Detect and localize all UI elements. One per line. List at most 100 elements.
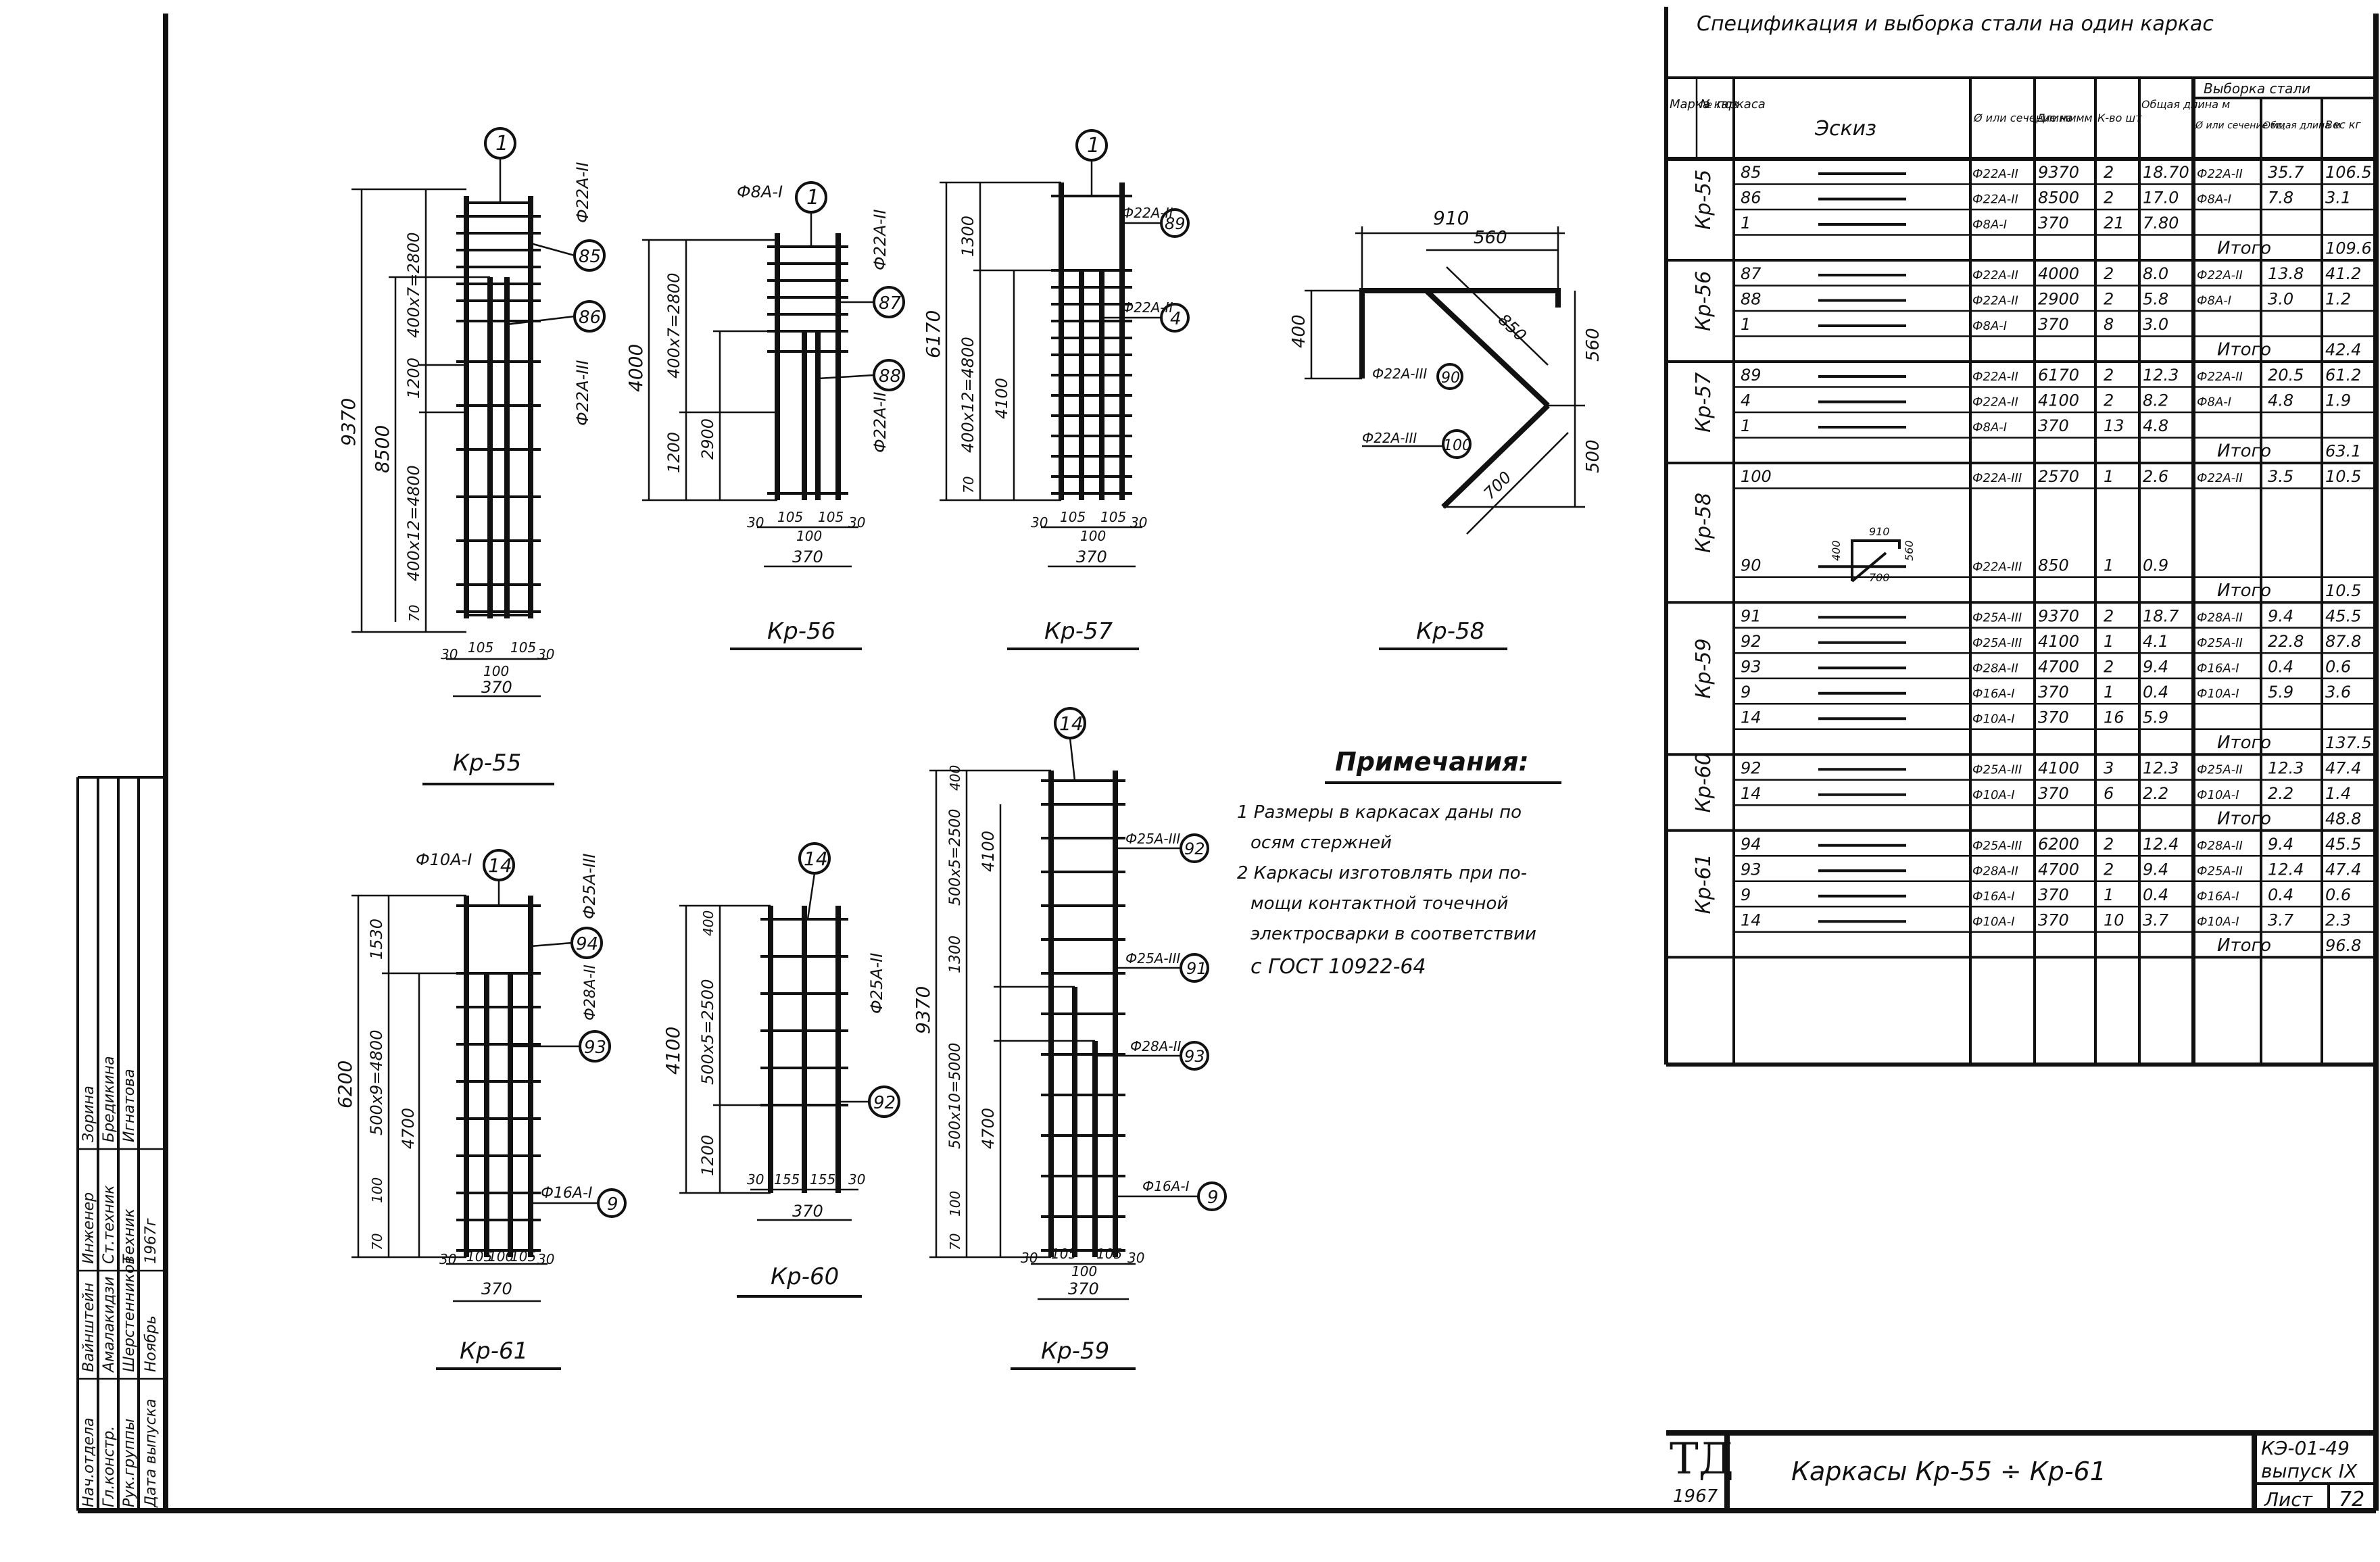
spec-cell-pos: 93 (1741, 657, 1762, 676)
spec-cell-dia: Ф22А-III (1972, 471, 2022, 485)
spec-cell-len: 9370 (2038, 163, 2079, 182)
spec-cell-dia: Ф8А-I (1972, 319, 2007, 333)
sheet-frame (78, 7, 2379, 1513)
cage-kp59: 14 92 Ф25А-III 91 Ф25А-III 93 Ф28А-II 9 … (912, 707, 1227, 1370)
kp59-w-105a: 105 (1051, 1246, 1077, 1262)
note-line-5: электросварки в соответствии (1250, 924, 1536, 944)
spec-cell-pos: 9 (1741, 683, 1751, 702)
spec-cell-qty: 16 (2104, 708, 2124, 727)
spec-cell-w: 0.6 (2325, 657, 2351, 676)
spec-cell-dia: Ф10А-I (1972, 788, 2015, 802)
spec-title: Спецификация и выборка стали на один кар… (1697, 12, 2214, 36)
spec-cell-qty: 10 (2104, 910, 2124, 929)
total-label: Итого (2217, 733, 2271, 753)
hdr-sketch: Эскиз (1814, 117, 1876, 141)
spec-cell-sl: 7.8 (2268, 189, 2293, 208)
kp59-bar-d: Ф16А-I (1142, 1178, 1190, 1194)
spec-cell-tl: 12.3 (2143, 366, 2179, 385)
spec-cell-sd: Ф25А-II (2197, 762, 2243, 777)
kp57-w-100: 100 (1080, 528, 1106, 544)
mini-d: 700 (1869, 571, 1890, 584)
spec-cell-sl: 3.5 (2268, 467, 2293, 486)
spec-cell-sd: Ф10А-I (2197, 788, 2239, 802)
spec-cell-dia: Ф16А-I (1972, 687, 2015, 701)
spec-cell-len: 370 (2038, 315, 2069, 334)
spec-cell-dia: Ф10А-I (1972, 914, 2015, 929)
spec-cell-w: 45.5 (2325, 835, 2361, 854)
kp58-dim-top: 910 (1433, 207, 1469, 229)
kp59-w-105b: 105 (1096, 1246, 1122, 1262)
spec-cell-tl: 0.9 (2143, 556, 2168, 575)
group-mark: Кр-57 (1692, 372, 1716, 433)
kp56-w-total: 370 (792, 547, 823, 566)
kp56-pos-87: 87 (879, 293, 902, 314)
kp58-dim-lower: 700 (1480, 468, 1515, 503)
kp57-pos-89: 89 (1165, 214, 1186, 233)
kp55-pos-86: 86 (579, 308, 601, 328)
kp58-pos-100: 100 (1443, 437, 1472, 454)
kp59-pos-9: 9 (1207, 1188, 1219, 1208)
spec-cell-tl: 12.4 (2143, 835, 2179, 854)
spec-cell-pos: 94 (1741, 835, 1762, 854)
spec-cell-len: 370 (2038, 214, 2069, 233)
kp56-pos-88: 88 (879, 366, 901, 387)
spec-cell-sd: Ф25А-II (2197, 636, 2243, 650)
spec-cell-sd: Ф10А-I (2197, 687, 2239, 701)
kp58-dim-bottom: 500 (1583, 439, 1603, 473)
kp59-bar-a: Ф25А-III (1125, 831, 1180, 847)
spec-cell-len: 2900 (2038, 290, 2079, 309)
kp61-w-30a: 30 (439, 1251, 456, 1267)
kp61-dim-70: 70 (369, 1234, 385, 1250)
spec-cell-pos: 4 (1741, 391, 1751, 410)
spec-cell-len: 370 (2038, 416, 2069, 435)
spec-cell-sl: 3.0 (2268, 290, 2293, 309)
kp58-bar-b: Ф22А-III (1362, 430, 1417, 446)
stamp-r3-c2: Шерстенников (121, 1256, 138, 1372)
hdr-total-len: Общая длина м (2141, 98, 2230, 111)
spec-cell-len: 4000 (2038, 264, 2079, 283)
spec-table: Спецификация и выборка стали на один кар… (1666, 12, 2376, 1067)
kp56-pos-1: 1 (806, 186, 819, 210)
spec-cell-w: 10.5 (2325, 467, 2361, 486)
spec-cell-w: 47.4 (2325, 758, 2361, 777)
spec-cell-dia: Ф8А-I (1972, 218, 2007, 232)
hdr-sel-len: Общая длина м (2263, 120, 2341, 131)
kp59-dim-bot: 100 (947, 1191, 963, 1217)
spec-cell-dia: Ф16А-I (1972, 889, 2015, 904)
spec-cell-tl: 5.9 (2143, 708, 2168, 727)
kp56-w-105a: 105 (777, 509, 803, 525)
kp59-dim-70: 70 (947, 1234, 963, 1250)
spec-cell-tl: 7.80 (2143, 214, 2179, 233)
kp58-mini-sketch: 910 400 560 700 (1830, 525, 1916, 584)
kp60-w-155b: 155 (810, 1171, 835, 1188)
total-value: 109.6 (2325, 239, 2372, 258)
spec-cell-qty: 2 (2104, 290, 2114, 309)
kp57-w-total: 370 (1076, 547, 1107, 566)
spec-cell-pos: 92 (1741, 758, 1762, 777)
kp59-w-total: 370 (1068, 1279, 1099, 1298)
stamp-r1-c1: Нач.отдела (80, 1417, 97, 1507)
spec-cell-w: 87.8 (2325, 632, 2361, 651)
spec-cell-len: 6200 (2038, 835, 2079, 854)
kp61-dim-mid: 500х9=4800 (367, 1030, 386, 1136)
spec-cell-w: 1.2 (2325, 290, 2351, 309)
hdr-pos: № поз (1699, 97, 1739, 112)
spec-cell-qty: 2 (2104, 189, 2114, 208)
spec-cell-dia: Ф8А-I (1972, 420, 2007, 435)
stamp-r4-c1: Дата выпуска (143, 1398, 160, 1508)
stamp-r2-c2: Амалакидзи (101, 1277, 118, 1373)
kp59-w-30b: 30 (1127, 1250, 1144, 1266)
spec-cell-tl: 0.4 (2143, 683, 2168, 702)
kp55-w-105b: 105 (510, 639, 536, 656)
spec-cell-pos: 86 (1741, 189, 1762, 208)
spec-cell-len: 370 (2038, 784, 2069, 803)
spec-cell-dia: Ф10А-I (1972, 712, 2015, 726)
kp56-bar-top: Ф8А-I (737, 182, 783, 201)
spec-cell-len: 8500 (2038, 189, 2079, 208)
spec-cell-pos: 1 (1741, 214, 1751, 233)
note-line-4: мощи контактной точечной (1250, 894, 1508, 914)
spec-cell-len: 6170 (2038, 366, 2079, 385)
total-value: 137.5 (2325, 733, 2372, 752)
spec-cell-w: 61.2 (2325, 366, 2361, 385)
stamp-r1-c5: Зорина (80, 1085, 97, 1142)
